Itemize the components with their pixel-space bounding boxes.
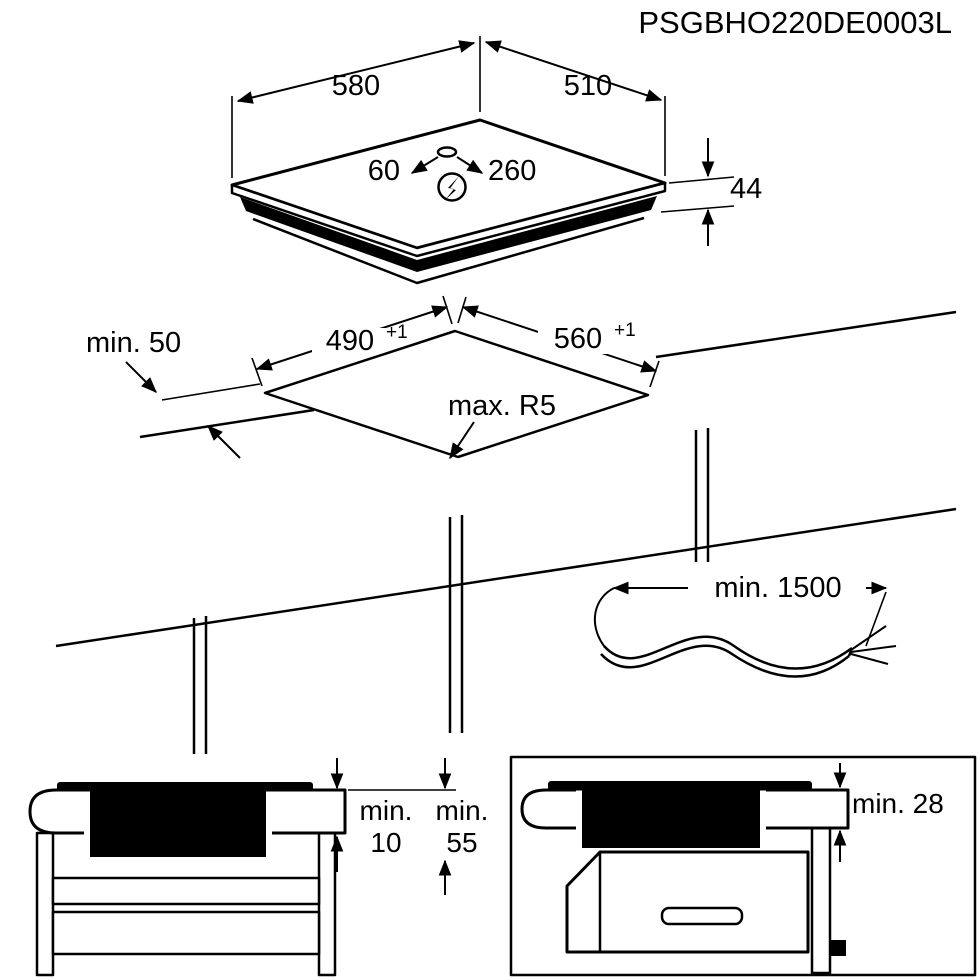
hob-body-section [90,791,266,857]
extension-line [442,295,453,325]
cabinet-leg [810,826,832,975]
hob-body-section [582,790,760,848]
build-in-depth-value: 55 [446,827,477,858]
hob-depth-dim-line [484,40,663,102]
cable-wire-strand [850,653,889,665]
power-cable-view: min. 1500 [594,566,897,678]
connection-offset-right-arrow [456,156,484,174]
cable-dim-left-hook [594,587,615,647]
corner-radius-label: max. R5 [448,390,556,422]
clearance-reference-line [161,383,261,401]
cable-wire-strand [850,625,887,651]
connection-offset-left-arrow [410,156,439,174]
hob-height-label: 44 [730,173,762,205]
worktop-cutout-view: 490 +1 560 +1 min. 50 max. R5 [55,295,957,754]
connection-offset-right-label: 260 [488,155,536,187]
oven-clearance-label: min. 28 [852,788,944,819]
leg-foot-nub [830,940,846,956]
extension-line [251,357,263,387]
model-code-title: PSGBHO220DE0003L [638,5,952,40]
cable-wire-strand [850,645,897,653]
extension-line [457,296,467,324]
hob-glass-edge [230,181,667,258]
worktop-back-edge [139,408,315,439]
connection-offset-left-label: 60 [368,155,400,187]
edge-clearance-label: min. 50 [86,327,181,359]
oven-handle [660,906,744,926]
cutout-width-tolerance: +1 [614,320,636,341]
extension-line [660,205,735,213]
cutout-opening [263,329,650,459]
cable-line [600,644,850,678]
hob-glass-section [57,782,313,792]
gap-below-prefix: min. [360,795,413,826]
hob-glass-section [548,781,812,791]
view-frame [509,755,977,977]
label-backdrop [538,326,648,354]
label-backdrop [688,566,866,600]
edge-clearance-arrow [125,361,157,393]
extension-line [649,360,660,388]
connection-point-oval [436,146,458,158]
hob-width-label: 580 [332,70,380,102]
cabinet-leg [317,831,337,977]
extension-line [668,176,735,184]
cutout-width-label: 560 [554,323,602,355]
oven-outline [565,850,810,954]
hob-bottom-rim [252,216,645,285]
oven-install-view: min. 28 [509,755,977,977]
cable-line [603,635,853,670]
cabinet-leg [35,831,55,977]
hob-body-band [240,196,657,272]
gap-below-value: 10 [370,827,401,858]
corner-radius-arrow [449,421,475,460]
side-install-view: min. 10 min. 55 [28,758,489,977]
cutout-depth-label: 490 [326,325,374,357]
drawer-front [51,910,321,956]
hob-depth-label: 510 [564,70,612,102]
hob-top-view: 580 510 44 60 260 [230,36,762,285]
cable-length-label: min. 1500 [714,572,841,604]
power-connection-icon [437,172,467,202]
worktop-back-edge [655,310,957,359]
build-in-depth-prefix: min. [436,795,489,826]
cutout-depth-tolerance: +1 [386,322,408,343]
edge-clearance-arrow [207,425,241,459]
hob-width-dim-line [236,40,476,104]
drawer-front [51,876,321,906]
